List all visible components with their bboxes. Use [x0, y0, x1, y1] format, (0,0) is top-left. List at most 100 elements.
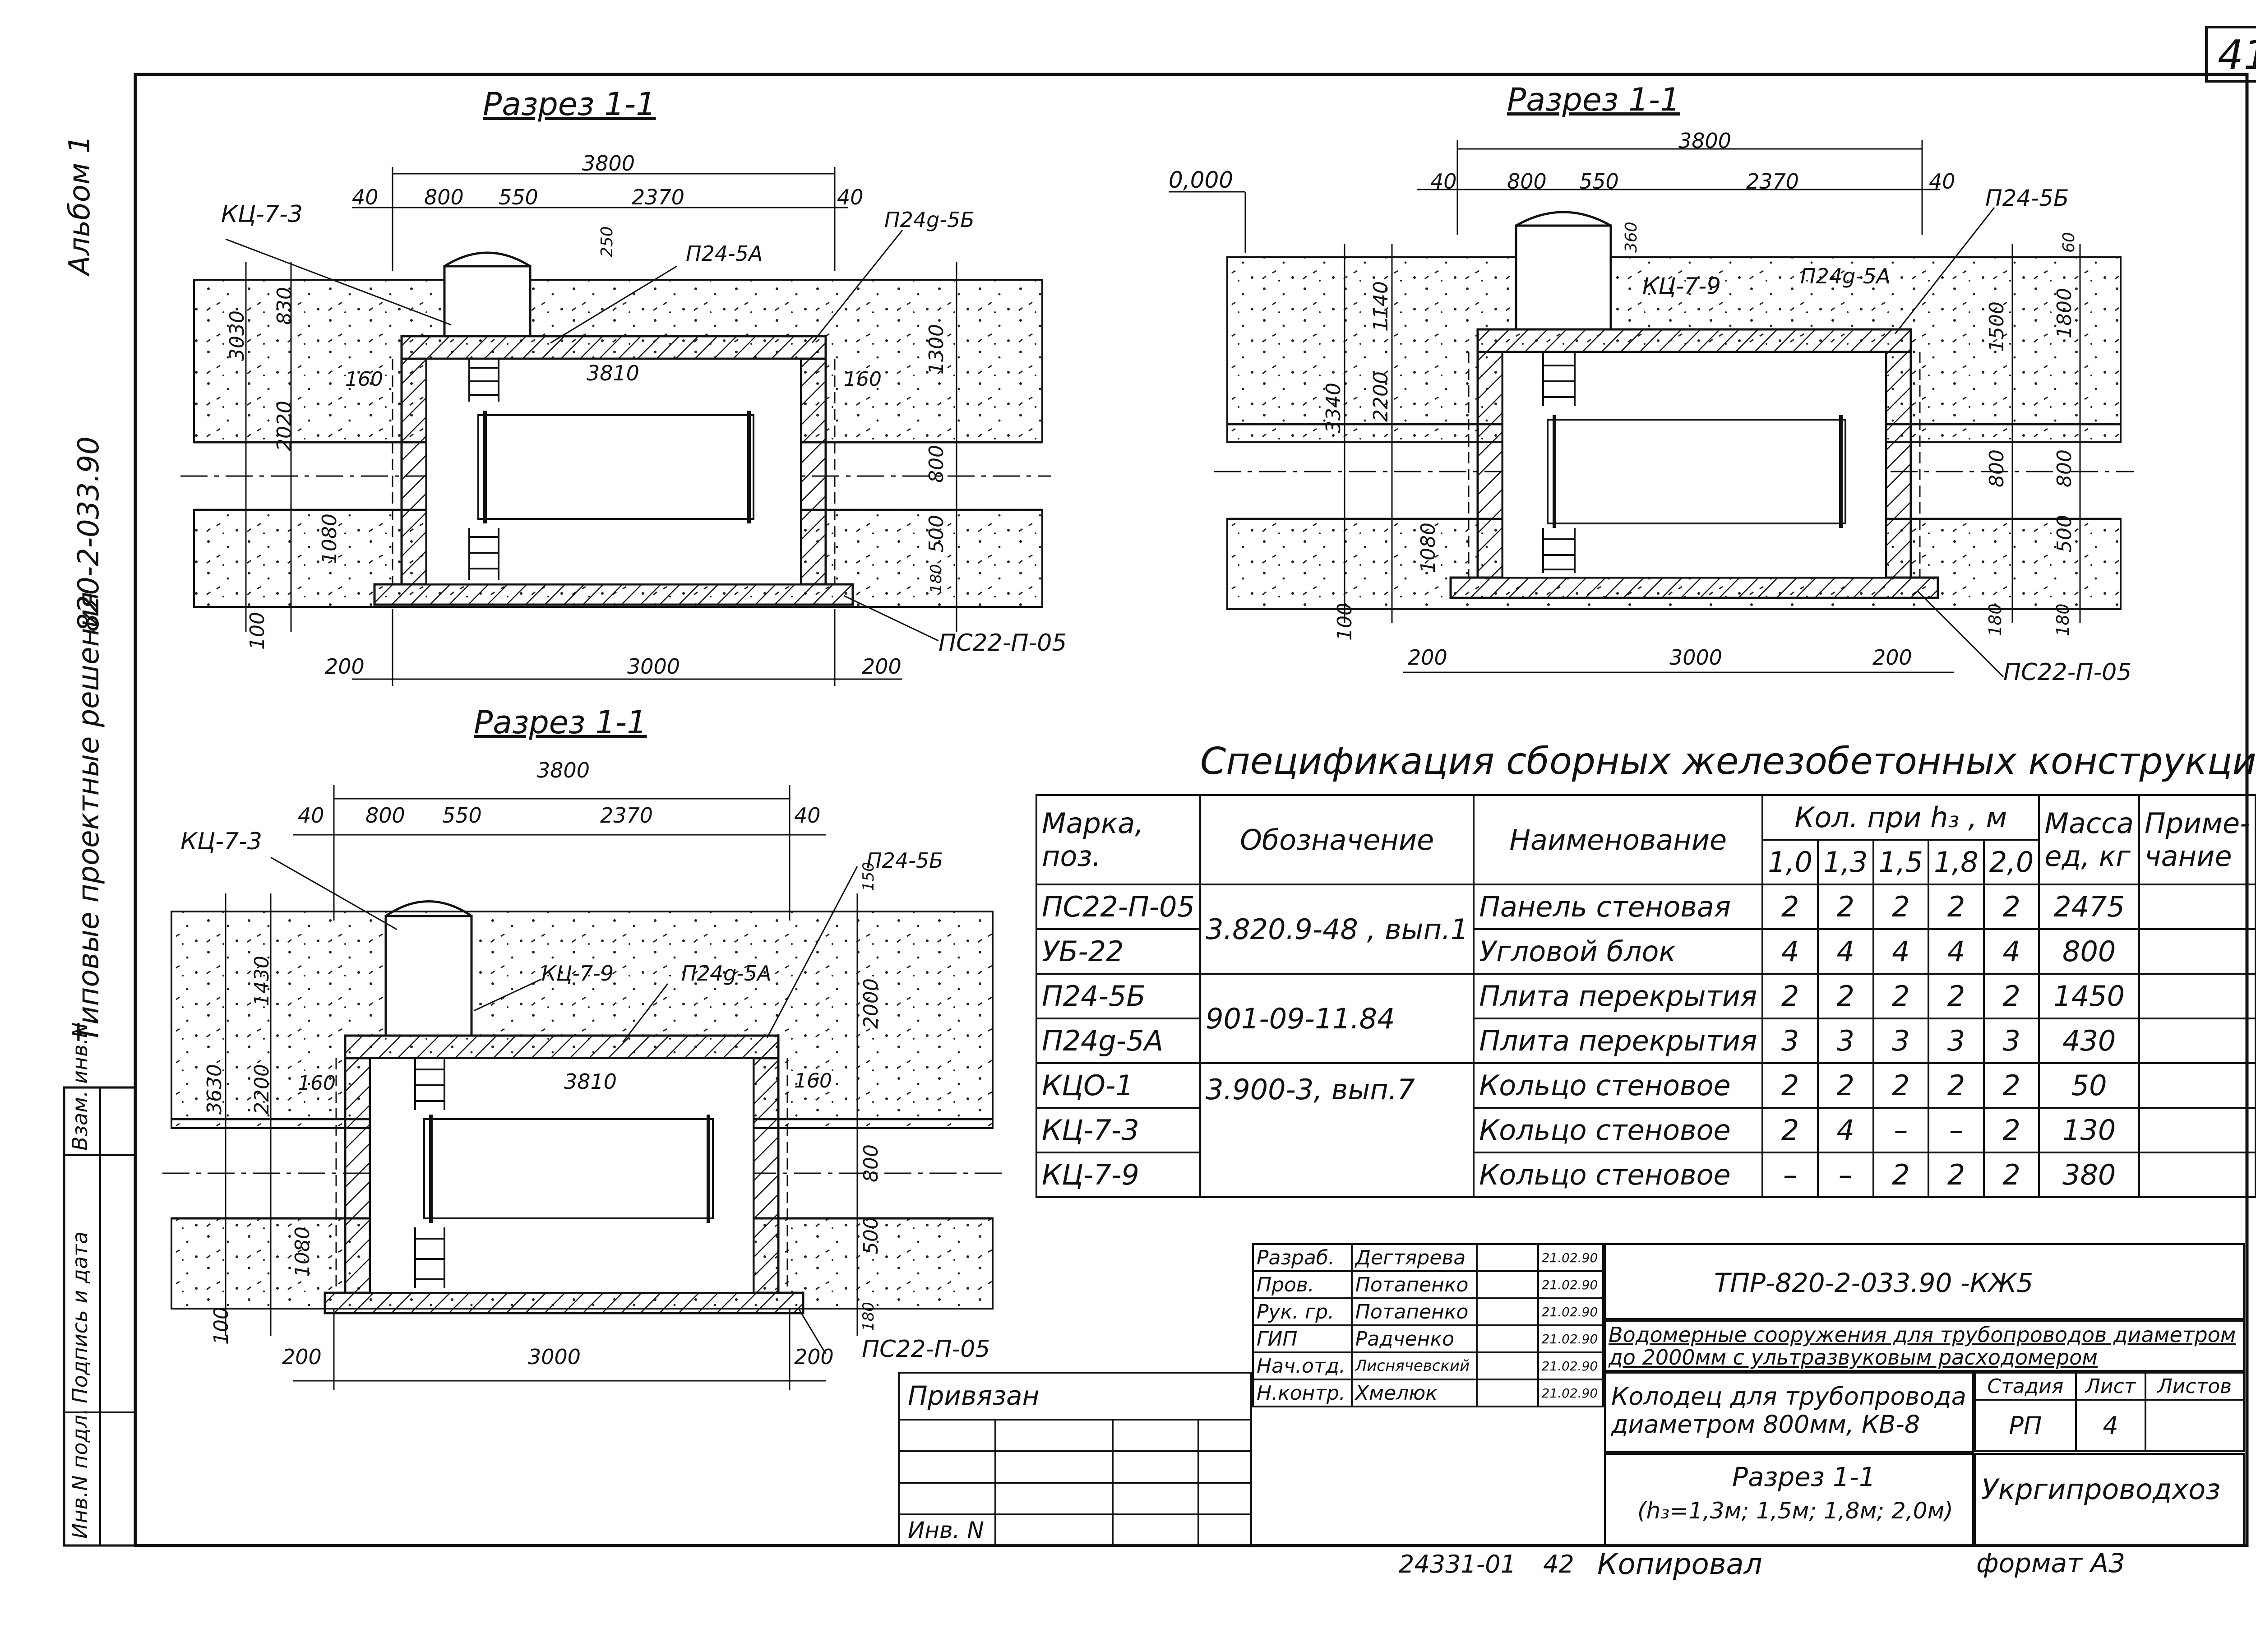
- dim-r0: 150: [860, 862, 878, 891]
- table-row: П24-5Б 901-09-11.84 Плита перекрытия 2 2…: [1035, 973, 2256, 1064]
- spec-mass: 430: [2038, 1018, 2140, 1064]
- section-2-title: Разрез 1-1: [1507, 81, 1680, 118]
- spec-qty: 4: [1817, 1107, 1874, 1153]
- dim-span: 3810: [587, 361, 640, 385]
- dim-e: 40: [794, 803, 821, 828]
- dim-total: 3800: [582, 151, 635, 176]
- dim-r3: 500: [860, 1217, 883, 1254]
- sheet-header: Лист: [2075, 1372, 2146, 1401]
- role-date: 21.02.90: [1537, 1324, 1604, 1353]
- sheets-header: Листов: [2144, 1372, 2245, 1401]
- spec-name: Угловой блок: [1473, 928, 1764, 975]
- org-name: Укргипроводхоз: [1981, 1473, 2221, 1506]
- spec-header-note: Приме- чание: [2138, 794, 2256, 885]
- spec-table: Марка, поз. Обозначение Наименование Кол…: [1035, 794, 2256, 1198]
- label-panel: ПС22-П-05: [938, 629, 1067, 657]
- dim-h-mid: 2200: [250, 1064, 273, 1115]
- dim-bottom-left: 200: [282, 1345, 322, 1369]
- spec-qty: 2: [1928, 1062, 1985, 1109]
- spec-header-mass: Масса ед, кг: [2038, 794, 2140, 885]
- spec-designation: 3.820.9-48 , вып.1: [1199, 884, 1475, 975]
- spec-note: [2138, 1018, 2256, 1064]
- dim-r1: 2000: [860, 978, 883, 1029]
- label-ring-b: КЦ-7-9: [541, 961, 614, 986]
- label-slab-b: П24-5Б: [1985, 185, 2069, 211]
- spec-note: [2138, 1152, 2256, 1198]
- role-label: Разраб.: [1252, 1243, 1353, 1272]
- spec-qty: –: [1928, 1107, 1985, 1153]
- role-date: 21.02.90: [1537, 1270, 1604, 1299]
- dim-c: 550: [499, 185, 538, 209]
- spec-mass: 50: [2038, 1062, 2140, 1109]
- spec-mass: 800: [2038, 928, 2140, 975]
- dim-bottom-right: 200: [1872, 645, 1912, 670]
- spec-qty: 2: [1983, 1152, 2040, 1198]
- signature: [1475, 1379, 1539, 1407]
- dim-h-top: 1140: [1369, 281, 1392, 332]
- dim-h-bot: 1080: [1417, 523, 1440, 573]
- signature: [1475, 1243, 1539, 1272]
- signature: [1475, 1324, 1539, 1353]
- dim-h-mid: 2020: [273, 401, 296, 451]
- dim-a: 40: [1430, 169, 1457, 194]
- label-panel: ПС22-П-05: [862, 1336, 990, 1363]
- footer-page: 42: [1543, 1550, 1574, 1578]
- spec-note: [2138, 973, 2256, 1019]
- dim-base: 100: [210, 1307, 233, 1345]
- signature: [1475, 1297, 1539, 1326]
- dim-h-total: 3630: [203, 1064, 226, 1115]
- spec-designation: 901-09-11.84: [1199, 973, 1475, 1064]
- dim-bottom-right: 200: [862, 654, 901, 679]
- dim-d: 2370: [632, 185, 685, 209]
- dim-base: 100: [1333, 603, 1356, 641]
- spec-qty-col: 1,5: [1872, 839, 1930, 885]
- project-box: Водомерные сооружения для трубопроводов …: [1604, 1320, 2245, 1372]
- dim-d: 2370: [600, 803, 653, 828]
- binding-label: Привязан: [908, 1380, 1040, 1411]
- spec-qty-col: 2,0: [1983, 839, 2040, 885]
- spec-qty: 3: [1983, 1018, 2040, 1064]
- label-slab-a: П24-5А: [686, 241, 763, 266]
- spec-qty: 2: [1761, 973, 1819, 1019]
- spec-designation: 3.900-3, вып.7: [1199, 1062, 1475, 1198]
- spec-qty: 3: [1872, 1018, 1930, 1064]
- role-date: 21.02.90: [1537, 1379, 1604, 1407]
- dim-r4: 180: [927, 564, 945, 593]
- spec-qty: 2: [1872, 1152, 1930, 1198]
- footer-format: формат А3: [1976, 1548, 2125, 1578]
- spec-qty: 2: [1817, 973, 1874, 1019]
- label-ring: КЦ-7-9: [1642, 273, 1721, 299]
- object-title: Колодец для трубопровода диаметром 800мм…: [1611, 1382, 1966, 1439]
- dim-r1b: 1800: [2053, 288, 2076, 338]
- spec-qty: –: [1872, 1107, 1930, 1153]
- dim-wall-right: 160: [844, 368, 882, 391]
- org-box: Укргипроводхоз: [1974, 1453, 2245, 1546]
- spec-qty-col: 1,3: [1817, 839, 1874, 885]
- footer-number: 24331-01: [1399, 1550, 1516, 1578]
- spec-qty: –: [1817, 1152, 1874, 1198]
- role-label: Пров.: [1252, 1270, 1353, 1299]
- spec-qty: 4: [1761, 928, 1819, 975]
- spec-mass: 380: [2038, 1152, 2140, 1198]
- album-label: Альбом 1: [63, 135, 97, 275]
- level-mark: 0,000: [1169, 167, 1234, 193]
- spec-qty: 2: [1983, 973, 2040, 1019]
- spec-name: Плита перекрытия: [1473, 973, 1764, 1019]
- role-name: Радченко: [1350, 1324, 1478, 1353]
- dim-b: 800: [424, 185, 464, 209]
- spec-mark: КЦО-1: [1035, 1062, 1202, 1109]
- spec-qty: 2: [1761, 1062, 1819, 1109]
- dim-ring-h: 360: [1622, 222, 1641, 253]
- section-2-drawing: [1169, 140, 2134, 678]
- spec-header-mark: Марка, поз.: [1035, 794, 1202, 885]
- dim-e: 40: [837, 185, 864, 209]
- table-row: П24g-5А Плита перекрытия 3 3 3 3 3 430: [1035, 1018, 2256, 1064]
- dim-bottom-mid: 3000: [528, 1345, 581, 1369]
- spec-mass: 130: [2038, 1107, 2140, 1153]
- table-row: КЦ-7-3 Кольцо стеновое 2 4 – – 2 130: [1035, 1107, 2256, 1153]
- table-row: КЦО-1 3.900-3, вып.7 Кольцо стеновое 2 2…: [1035, 1062, 2256, 1198]
- spec-name: Панель стеновая: [1473, 884, 1764, 930]
- dim-h-top: 1430: [250, 956, 273, 1006]
